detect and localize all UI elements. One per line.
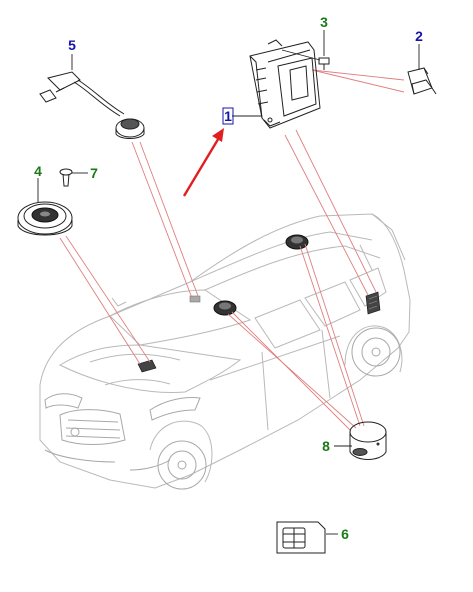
sim-card (276, 521, 338, 554)
callout-8-label: 8 (322, 438, 330, 454)
callout-3: 3 (320, 14, 328, 30)
installed-speaker-roof (285, 234, 309, 250)
callout-6-label: 6 (341, 526, 349, 542)
installed-dash-module (137, 359, 157, 373)
callout-5: 5 (68, 37, 76, 53)
callout-1: 1 (222, 107, 262, 125)
speaker-round (334, 421, 387, 460)
control-module (249, 39, 321, 129)
callout-2-label: 2 (415, 28, 423, 44)
vehicle-outline (39, 213, 411, 490)
callout-3-label: 3 (320, 14, 328, 30)
callout-7-label: 7 (90, 165, 98, 181)
callout-1-label: 1 (224, 108, 232, 124)
screw (59, 168, 88, 187)
callout-6: 6 (341, 526, 349, 542)
callout-5-label: 5 (68, 37, 76, 53)
callout-8: 8 (322, 438, 330, 454)
callout-4-label: 4 (34, 163, 42, 179)
callout-2: 2 (415, 28, 423, 44)
speaker (17, 178, 73, 236)
bracket (407, 44, 437, 95)
leader-lines (59, 69, 405, 431)
callout-7: 7 (90, 165, 98, 181)
callout-4: 4 (34, 163, 42, 179)
installed-rear-module (365, 291, 381, 315)
installed-speaker-front (213, 300, 237, 316)
bolt (281, 30, 330, 70)
antenna-cable (39, 54, 145, 139)
highlight-arrow (182, 128, 224, 197)
